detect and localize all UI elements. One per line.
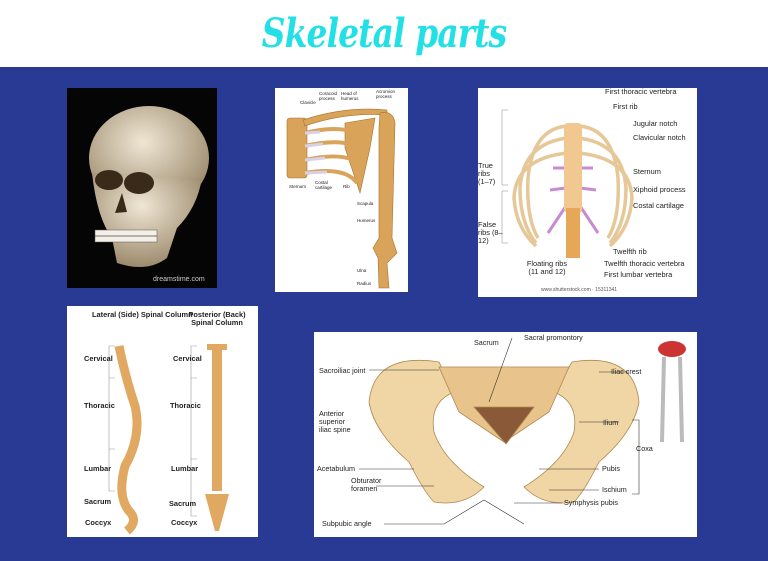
pelvis-drawing [359,337,686,525]
label-anterior-superior-iliac-spine: Anterior superior iliac spine [319,409,351,434]
label-head-humerus: Head of humerus [341,91,359,101]
label-sacroiliac-joint: Sacroiliac joint [319,366,366,375]
label-acetabulum: Acetabulum [317,464,355,473]
label-symphysis-pubis: Symphysis pubis [564,498,618,507]
ribcage-drawing [501,109,634,258]
label-radius: Radius [357,281,372,286]
label-iliac-crest: Iliac crest [611,367,642,376]
label-rib: Rib [343,184,350,189]
label-first-thoracic-vertebra: First thoracic vertebra [605,88,677,96]
label-ulna: Ulna [357,268,367,273]
posterior-label-lumbar: Lumbar [171,464,199,473]
label-sacral-promontory: Sacral promontory [524,333,583,342]
credit-text: www.shutterstock.com · 15311341 [541,287,618,293]
label-ilium: Ilium [603,418,619,427]
label-acromion: Acromion process [376,89,396,99]
shoulder-drawing [286,108,398,289]
label-clavicle: Clavicle [300,100,316,105]
lateral-label-lumbar: Lumbar [84,464,112,473]
posterior-label-thoracic: Thoracic [170,401,201,410]
label-twelfth-rib: Twelfth rib [613,247,647,256]
watermark-text: dreamstime.com [153,276,205,283]
label-sternum: Sternum [289,184,307,189]
label-xiphoid-process: Xiphoid process [633,185,686,194]
label-scapula: Scapula [357,201,374,206]
lateral-label-sacrum: Sacrum [84,497,112,506]
label-floating-ribs: Floating ribs (11 and 12) [526,259,568,277]
lateral-spine-title: Lateral (Side) Spinal Column [92,310,193,319]
shoulder-image: Clavicle Coracoid process Head of humeru… [275,88,408,292]
spine-drawing [108,344,229,535]
label-false-ribs: False ribs (8–12) [478,220,503,246]
skull-drawing [89,106,209,267]
posterior-label-cervical: Cervical [173,354,202,363]
label-ischium: Ischium [602,485,627,494]
skull-image: dreamstime.com [67,88,217,288]
label-pubis: Pubis [602,464,620,473]
posterior-spine-title: Posterior (Back) Spinal Column [188,310,246,328]
pelvis-image: Sacrum Sacral promontory Sacroiliac join… [314,332,697,537]
label-obturator-foramen: Obturator foramen [351,476,382,493]
label-coxa: Coxa [636,444,653,453]
lateral-label-thoracic: Thoracic [84,401,115,410]
ribcage-image: First thoracic vertebra First rib Jugula… [478,88,697,297]
label-sacrum: Sacrum [474,338,499,347]
label-costal-cartilage: Costal cartilage [633,201,684,210]
label-twelfth-thoracic-vertebra: Twelfth thoracic vertebra [604,259,685,268]
label-sternum: Sternum [633,167,661,176]
label-subpubic-angle: Subpubic angle [322,519,372,528]
label-first-rib: First rib [613,102,638,111]
label-first-lumbar-vertebra: First lumbar vertebra [604,270,673,279]
label-costal-cartilage: Costal cartilage [315,180,333,190]
spine-image: Lateral (Side) Spinal Column Posterior (… [67,306,258,537]
label-true-ribs: True ribs (1–7) [478,161,496,187]
label-coracoid: Coracoid process [319,91,338,101]
posterior-label-sacrum: Sacrum [169,499,197,508]
lateral-label-coccyx: Coccyx [85,518,112,527]
label-jugular-notch: Jugular notch [633,119,678,128]
slide-title: Skeletal parts [261,10,507,57]
lateral-label-cervical: Cervical [84,354,113,363]
posterior-label-coccyx: Coccyx [171,518,198,527]
label-humerus: Humerus [357,218,376,223]
label-clavicular-notch: Clavicular notch [633,133,686,142]
